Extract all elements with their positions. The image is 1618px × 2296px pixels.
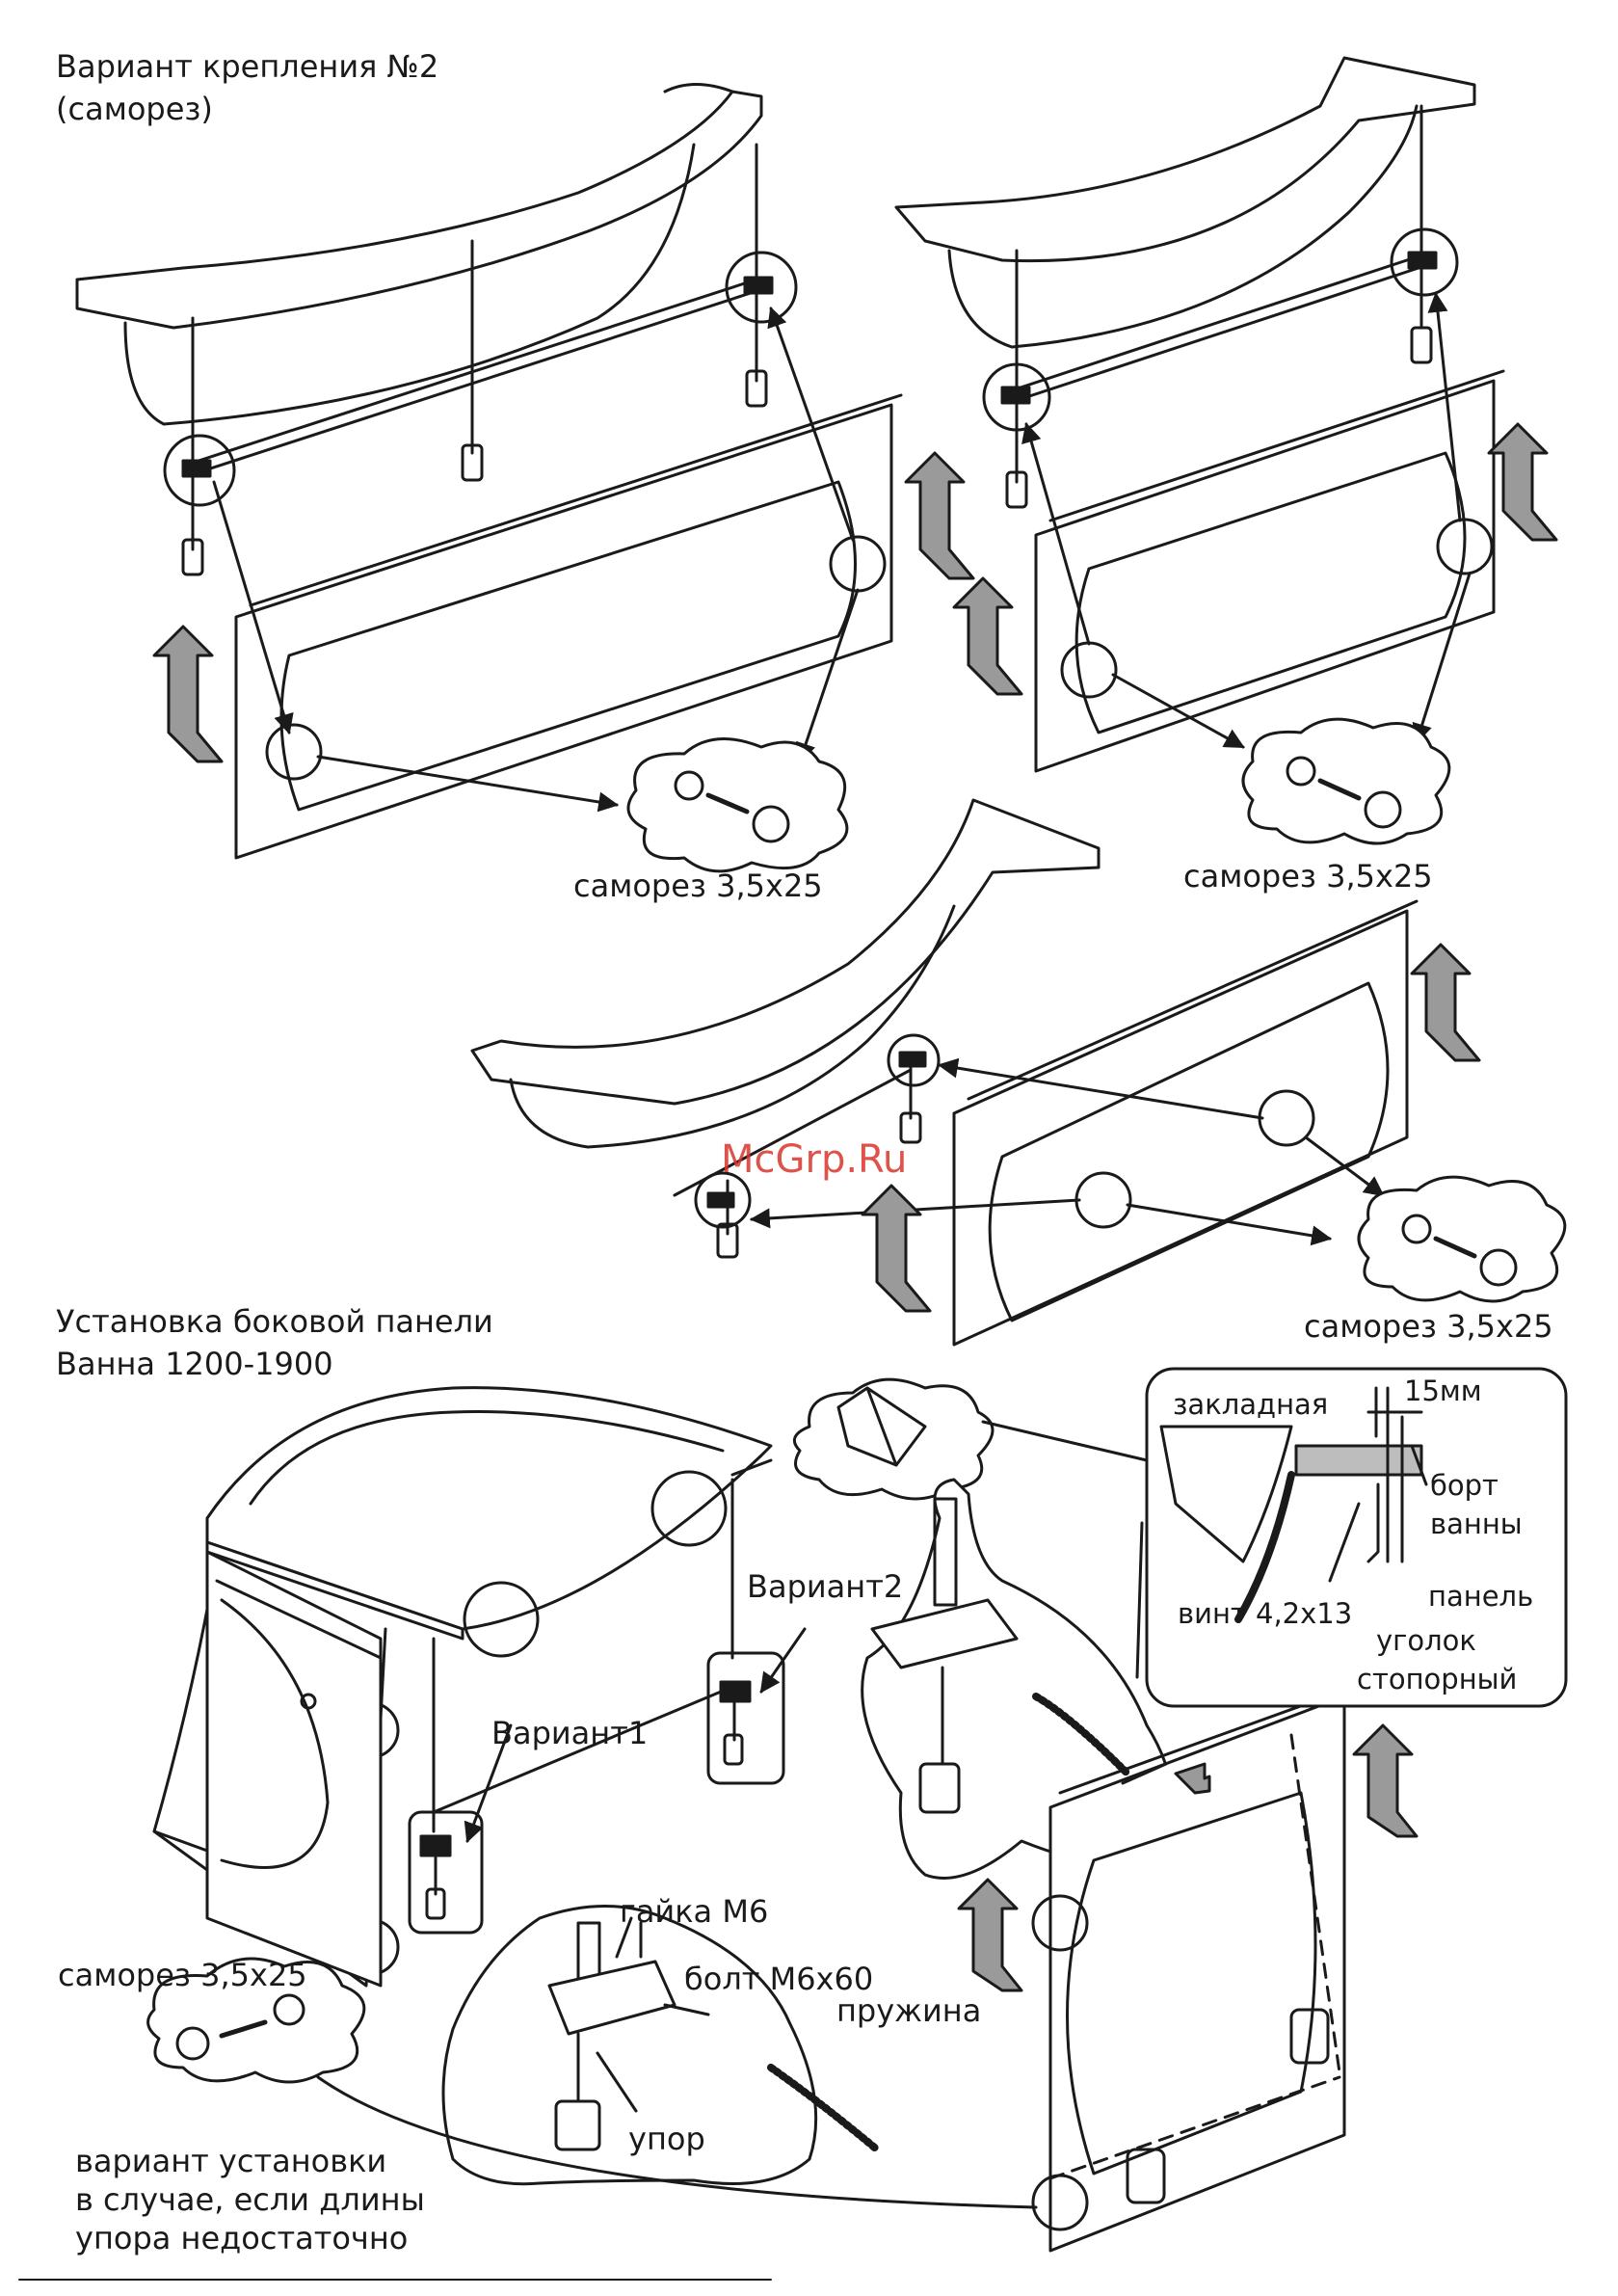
inset-detail xyxy=(1145,1367,1568,1708)
fig-d-arrow-slide xyxy=(1174,1762,1211,1795)
bottom-title-line1: Установка боковой панели xyxy=(56,1303,493,1340)
fig-d-panel-left xyxy=(205,1550,383,1988)
fig-d-leg-detail xyxy=(861,1478,1173,1880)
panel-label: панель xyxy=(1428,1580,1534,1613)
nut-label: гайка М6 xyxy=(620,1893,769,1930)
fig-d-screw-cloud xyxy=(146,1957,366,2084)
spring-label: пружина xyxy=(836,1992,982,2029)
fig-c-arrow-2 xyxy=(1410,943,1481,1062)
fig-d-arrow-up-1 xyxy=(957,1878,1023,1992)
screw-inset-label: винт 4,2x13 xyxy=(1178,1597,1353,1630)
screw-label-c: саморез 3,5x25 xyxy=(1304,1308,1553,1345)
variant2-label: Вариант2 xyxy=(747,1568,904,1605)
fig-b-bathtub xyxy=(894,56,1476,509)
fig-d-variant1-detail xyxy=(408,1723,513,1935)
fig-c-bathtub xyxy=(470,798,1101,1259)
embed-label: закладная xyxy=(1173,1388,1329,1421)
screw-label-b: саморез 3,5x25 xyxy=(1183,858,1433,894)
watermark: McGrp.Ru xyxy=(721,1137,908,1182)
gap-label: 15мм xyxy=(1404,1375,1482,1407)
screw-label-a: саморез 3,5x25 xyxy=(573,868,823,904)
note-line1: вариант установки xyxy=(75,2143,387,2179)
note-line2: в случае, если длины xyxy=(75,2181,425,2218)
top-title-line1: Вариант крепления №2 xyxy=(56,48,439,85)
fig-b-arrow-3 xyxy=(1487,422,1558,542)
rim-label-line1: борт xyxy=(1430,1469,1499,1502)
variant1-label: Вариант1 xyxy=(491,1715,649,1751)
fig-a-arrow xyxy=(152,625,224,763)
corner-label-line2: стопорный xyxy=(1357,1663,1518,1695)
note-line3: упора недостаточно xyxy=(75,2220,409,2256)
fig-a-bathtub xyxy=(75,83,798,576)
fig-b-panel xyxy=(1021,291,1505,773)
fig-b-arrow-1 xyxy=(904,451,975,580)
fig-c-cloud xyxy=(1357,1175,1567,1303)
fig-a-panel xyxy=(212,307,903,860)
fig-b-arrow-2 xyxy=(952,576,1023,696)
bolt-label: болт М6x60 xyxy=(684,1961,874,1997)
fig-d-leader-inset xyxy=(1135,1521,1144,1679)
bottom-title-line2: Ванна 1200-1900 xyxy=(56,1346,333,1382)
fig-d-panel-right xyxy=(1031,1685,1356,2253)
corner-label-line1: уголок xyxy=(1376,1624,1476,1657)
fig-d-leader-note xyxy=(316,2075,1038,2209)
fig-d-bathtub xyxy=(152,1386,773,1988)
fig-d-wedge-cloud xyxy=(730,1377,1149,1501)
fig-d-spring-detail xyxy=(441,1905,881,2186)
fig-b-cloud xyxy=(1241,717,1451,845)
stop-label: упор xyxy=(628,2121,705,2157)
rim-label-line2: ванны xyxy=(1430,1508,1523,1540)
fig-d-arrow-up-2 xyxy=(1352,1723,1419,1838)
fig-c-arrow-1 xyxy=(861,1184,932,1313)
top-title-line2: (саморез) xyxy=(56,91,213,127)
screw-label-d: саморез 3,5x25 xyxy=(58,1957,307,1993)
fig-d-variant2-detail xyxy=(706,1627,807,1785)
fig-a-cloud xyxy=(626,737,849,873)
